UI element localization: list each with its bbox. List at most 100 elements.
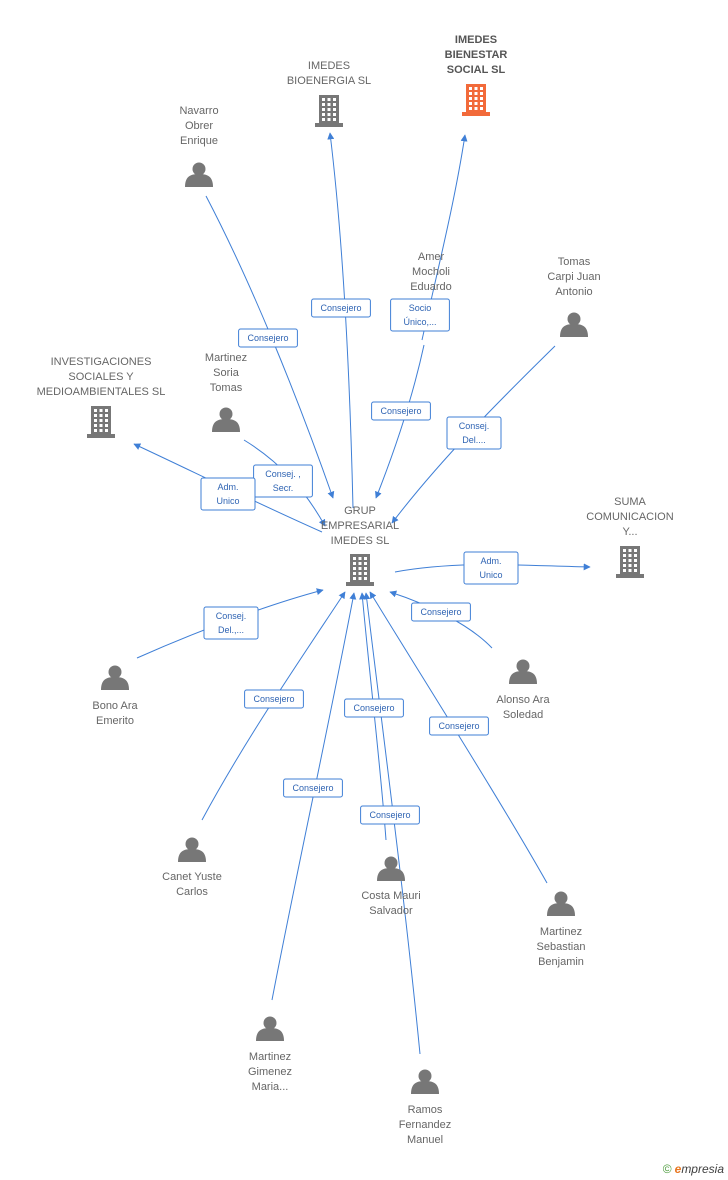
node-label: SUMA <box>614 496 646 508</box>
node-label: Soledad <box>503 709 543 721</box>
edge-label-text: Unico <box>216 496 239 506</box>
edge-label-text: Consej. <box>216 611 247 621</box>
node-label: Navarro <box>179 105 218 117</box>
node-martinezgim[interactable]: MartinezGimenezMaria... <box>248 1016 292 1094</box>
edge-label-ramos-to-grup[interactable]: Consejero <box>360 805 420 825</box>
footer-branding: ©empresia <box>663 1162 724 1176</box>
edge-label-box <box>244 689 304 709</box>
person-icon <box>101 665 129 690</box>
node-label: Tomas <box>210 382 243 394</box>
node-label: Maria... <box>252 1081 289 1093</box>
node-label: Salvador <box>369 905 413 917</box>
node-label: Fernandez <box>399 1119 452 1131</box>
edge-label-box <box>411 602 471 622</box>
edge-label-grup-to-bioenergia[interactable]: Consejero <box>311 298 371 318</box>
node-label: Tomas <box>558 256 591 268</box>
node-label: Martinez <box>249 1051 291 1063</box>
edges-layer <box>133 132 591 1055</box>
edge-label-text: Consej. , <box>265 469 301 479</box>
edge-label-text: Consejero <box>292 783 333 793</box>
edge-label-amer-to-grup[interactable]: Consejero <box>371 401 431 421</box>
edge-label-costa-to-grup[interactable]: Consejero <box>344 698 404 718</box>
edge-label-grup-to-investigaciones[interactable]: Adm.Unico <box>200 477 256 511</box>
node-label: EMPRESARIAL <box>321 520 399 532</box>
edge-label-text: Consejero <box>253 694 294 704</box>
edge-label-text: Unico <box>479 570 502 580</box>
node-suma[interactable]: SUMACOMUNICACIONY... <box>586 496 674 578</box>
node-label: SOCIALES Y <box>68 371 134 383</box>
edge-label-text: Consejero <box>380 406 421 416</box>
edge-label-amer-to-bienestar[interactable]: SocioÚnico,... <box>390 298 450 332</box>
building-icon <box>346 554 374 586</box>
node-label: IMEDES SL <box>331 535 390 547</box>
edge-label-bono-to-grup[interactable]: Consej.Del.,... <box>203 606 259 640</box>
edge-label-text: Consej. <box>459 421 490 431</box>
edge-label-box <box>390 298 450 332</box>
edge-label-martinezsoria-to-grup[interactable]: Consej. , Secr. <box>253 464 313 498</box>
edge-label-alonso-to-grup[interactable]: Consejero <box>411 602 471 622</box>
edge-label-text: Consejero <box>247 333 288 343</box>
node-label: Eduardo <box>410 281 452 293</box>
person-icon <box>212 407 240 432</box>
edge-label-text: Del.... <box>462 435 486 445</box>
node-label: Soria <box>213 367 240 379</box>
node-label: GRUP <box>344 505 376 517</box>
edge-grup-to-bioenergia <box>327 132 354 509</box>
node-label: Carlos <box>176 886 208 898</box>
person-icon <box>547 891 575 916</box>
node-label: Sebastian <box>537 941 586 953</box>
building-icon <box>462 84 490 116</box>
edge-label-martinezgim-to-grup[interactable]: Consejero <box>283 778 343 798</box>
edge-label-box <box>360 805 420 825</box>
edge-label-box <box>311 298 371 318</box>
edge-label-text: Secr. <box>273 483 294 493</box>
edge-ramos-to-grup <box>363 592 421 1055</box>
node-label: IMEDES <box>455 34 497 46</box>
node-label: Martinez <box>205 352 247 364</box>
edge-label-box <box>283 778 343 798</box>
node-label: IMEDES <box>308 60 350 72</box>
node-label: SOCIAL SL <box>447 64 506 76</box>
edge-label-martinezseb-to-grup[interactable]: Consejero <box>429 716 489 736</box>
brand-logo: empresia <box>674 1162 724 1176</box>
edge-label-tomas-to-grup[interactable]: Consej. Del.... <box>446 416 502 450</box>
node-label: INVESTIGACIONES <box>51 356 152 368</box>
node-label: Alonso Ara <box>496 694 550 706</box>
node-label: Benjamin <box>538 956 584 968</box>
person-icon <box>178 837 206 862</box>
edge-label-grup-to-suma[interactable]: Adm.Unico <box>463 551 519 585</box>
node-label: Canet Yuste <box>162 871 222 883</box>
nodes-layer: GRUP EMPRESARIAL IMEDES SL IMEDESBIOENERGIA… <box>37 34 674 1146</box>
edge-label-text: Consejero <box>420 607 461 617</box>
edge-label-box <box>200 477 256 511</box>
node-label: Obrer <box>185 120 213 132</box>
edge-martinezseb-to-grup <box>369 591 548 884</box>
person-icon <box>256 1016 284 1041</box>
edge-label-navarro-to-grup[interactable]: Consejero <box>238 328 298 348</box>
person-icon <box>185 162 213 187</box>
person-icon <box>509 659 537 684</box>
edge-label-box <box>446 416 502 450</box>
edge-label-canet-to-grup[interactable]: Consejero <box>244 689 304 709</box>
copyright-symbol: © <box>662 1162 672 1176</box>
building-icon <box>315 95 343 127</box>
node-label: Enrique <box>180 135 218 147</box>
edge-label-text: Único,... <box>403 317 436 327</box>
node-grup[interactable]: GRUP EMPRESARIAL IMEDES SL <box>321 505 399 586</box>
node-label: Costa Mauri <box>361 890 420 902</box>
node-label: Gimenez <box>248 1066 292 1078</box>
person-icon <box>411 1069 439 1094</box>
